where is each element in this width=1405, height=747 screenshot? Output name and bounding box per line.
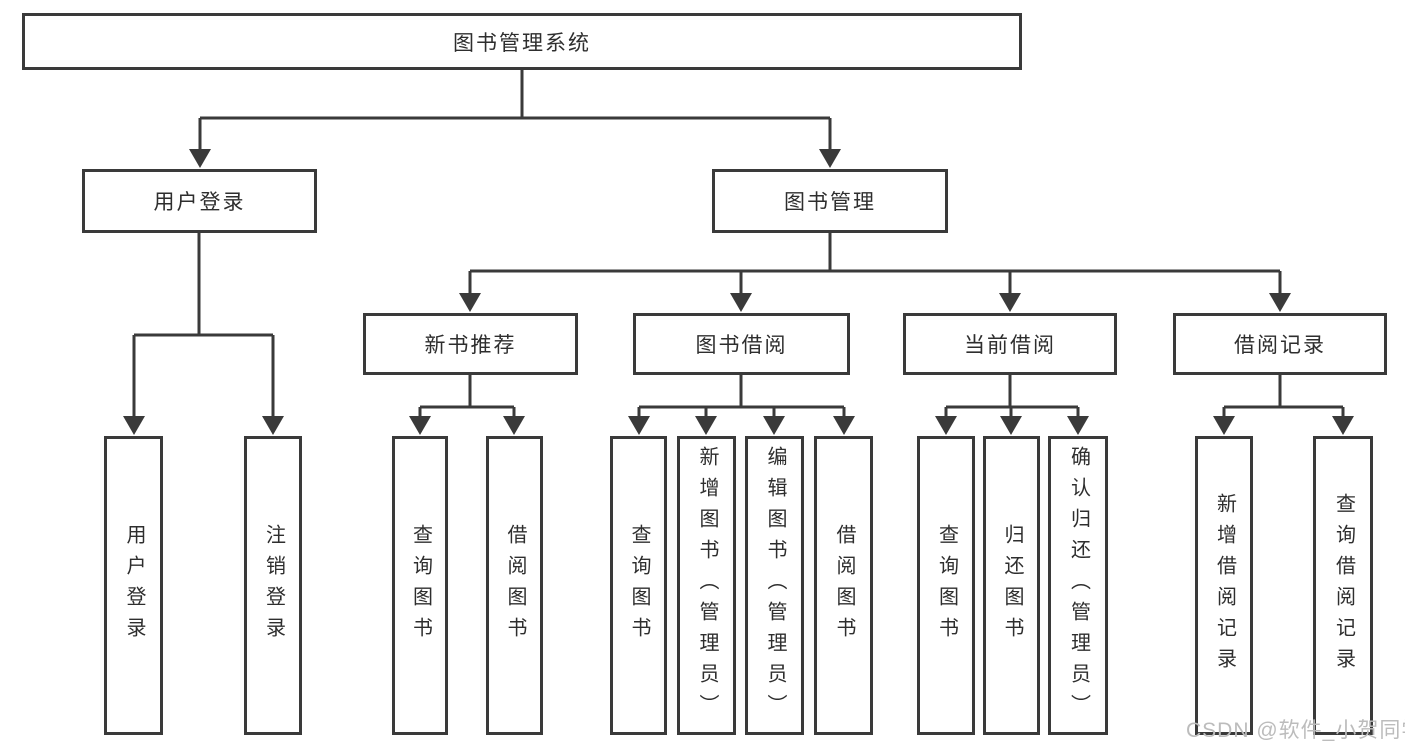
leaf-query-books-current: 查询图书 [917, 436, 975, 735]
leaf-confirm-return-admin-label: 确认归还（管理员） [1067, 446, 1090, 725]
node-book-management: 图书管理 [712, 169, 948, 233]
leaf-borrow-books-recommend-label: 借阅图书 [504, 523, 526, 648]
node-book-borrowing: 图书借阅 [633, 313, 850, 375]
leaf-query-books-borrowing: 查询图书 [610, 436, 667, 735]
node-borrowing-records: 借阅记录 [1173, 313, 1387, 375]
leaf-add-borrow-record-label: 新增借阅记录 [1213, 492, 1236, 679]
node-new-book-recommendation: 新书推荐 [363, 313, 578, 375]
leaf-borrow-books-recommend: 借阅图书 [486, 436, 543, 735]
leaf-add-borrow-record: 新增借阅记录 [1195, 436, 1253, 735]
leaf-confirm-return-admin: 确认归还（管理员） [1048, 436, 1108, 735]
leaf-query-books-borrowing-label: 查询图书 [628, 523, 650, 648]
leaf-query-borrow-record-label: 查询借阅记录 [1332, 492, 1355, 679]
leaf-logout-label: 注销登录 [262, 523, 285, 648]
node-user-login: 用户登录 [82, 169, 317, 233]
node-current-borrowing: 当前借阅 [903, 313, 1117, 375]
leaf-query-books-current-label: 查询图书 [935, 523, 958, 648]
leaf-return-books: 归还图书 [983, 436, 1040, 735]
leaf-add-book-admin-label: 新增图书（管理员） [696, 446, 718, 725]
leaf-query-books-recommend-label: 查询图书 [409, 523, 432, 648]
leaf-borrow-books-borrowing-label: 借阅图书 [833, 523, 855, 648]
leaf-edit-book-admin-label: 编辑图书（管理员） [764, 446, 786, 725]
leaf-query-books-recommend: 查询图书 [392, 436, 448, 735]
leaf-add-book-admin: 新增图书（管理员） [677, 436, 736, 735]
leaf-logout: 注销登录 [244, 436, 302, 735]
leaf-borrow-books-borrowing: 借阅图书 [814, 436, 873, 735]
leaf-query-borrow-record: 查询借阅记录 [1313, 436, 1373, 735]
leaf-edit-book-admin: 编辑图书（管理员） [745, 436, 804, 735]
leaf-user-login-label: 用户登录 [123, 523, 145, 648]
node-library-system: 图书管理系统 [22, 13, 1022, 70]
leaf-return-books-label: 归还图书 [1001, 523, 1023, 648]
watermark: CSDN @软件_小贺同学 [1186, 719, 1405, 742]
leaf-user-login: 用户登录 [104, 436, 163, 735]
